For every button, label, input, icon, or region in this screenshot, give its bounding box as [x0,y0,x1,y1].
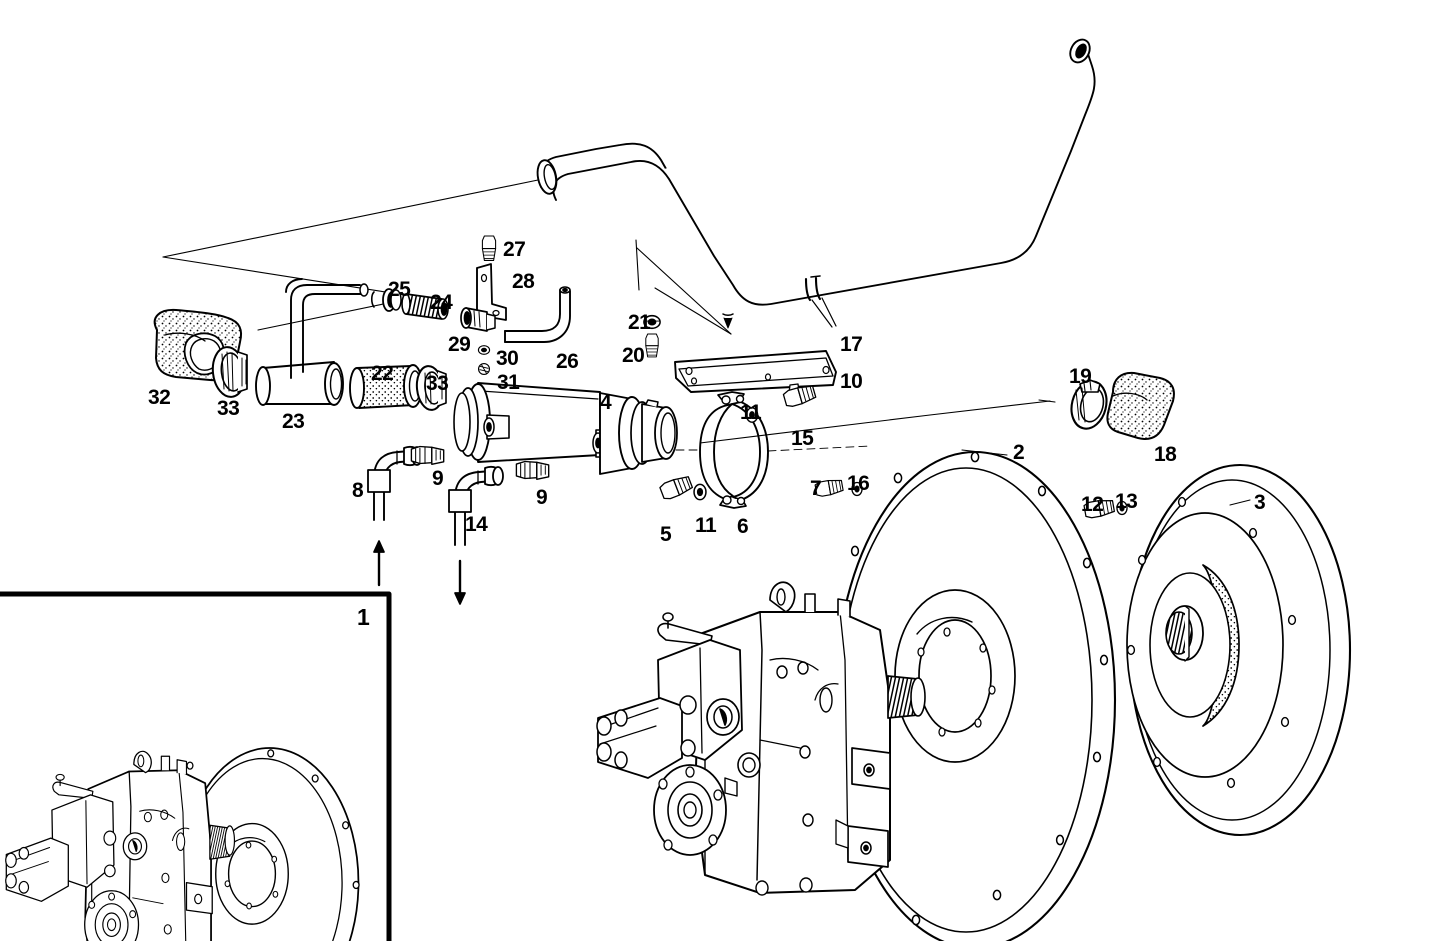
callout-8: 8 [352,479,364,502]
callout-16: 16 [847,472,870,495]
callout-9-lower: 9 [536,486,548,509]
bell-housing [699,400,1117,941]
callout-33-left: 33 [217,397,240,420]
callout-4: 4 [600,391,612,414]
seal-ring-25 [370,288,402,312]
callout-27: 27 [503,238,526,261]
hydraulic-hose-left [367,445,423,587]
threaded-sleeve [401,293,449,320]
callout-11-lower: 11 [695,514,717,537]
fasteners [477,235,1128,520]
mounting-clamp [675,391,871,509]
drive-damper-disc [1126,463,1352,837]
callout-14: 14 [465,513,488,536]
callout-23: 23 [282,410,305,433]
inset-panel [0,591,392,941]
hose-clamp-mid [415,365,447,411]
transmission-pump-assembly [596,581,926,896]
callout-18: 18 [1154,443,1177,466]
callout-25: 25 [388,278,411,301]
callout-11-upper: 11 [740,401,762,424]
callout-2: 2 [1013,441,1025,464]
callout-28: 28 [512,270,535,293]
callout-7: 7 [810,477,822,500]
hose-clamp-right [1038,379,1108,430]
callout-33-mid: 33 [426,372,449,395]
callout-29: 29 [448,333,471,356]
callout-30: 30 [496,347,519,370]
callout-31: 31 [497,371,520,394]
callout-17: 17 [840,333,863,356]
callout-6: 6 [737,515,749,538]
return-tube-assembly [162,38,1096,335]
hydraulic-hose-right [448,465,504,605]
callout-12: 12 [1081,493,1104,516]
callout-13: 13 [1115,490,1138,513]
callout-10: 10 [840,370,863,393]
callout-15: 15 [791,427,814,450]
l-shaped-tube [504,286,571,343]
callout-9-upper: 9 [432,467,444,490]
callout-5: 5 [660,523,672,546]
callout-3: 3 [1254,491,1266,514]
callout-19: 19 [1069,365,1092,388]
callout-32: 32 [148,386,171,409]
hose-clamp-left [211,346,248,398]
callout-20: 20 [622,344,645,367]
union-fitting [460,307,496,332]
callout-21: 21 [628,311,651,334]
callout-1: 1 [357,604,370,630]
hose-fittings [410,445,550,481]
callout-22: 22 [371,362,394,385]
callout-26: 26 [556,350,579,373]
rubber-elbow-right [1106,371,1175,440]
suction-tube [255,278,369,406]
oil-cooler-cylinder [453,382,678,475]
callout-24: 24 [430,291,453,314]
